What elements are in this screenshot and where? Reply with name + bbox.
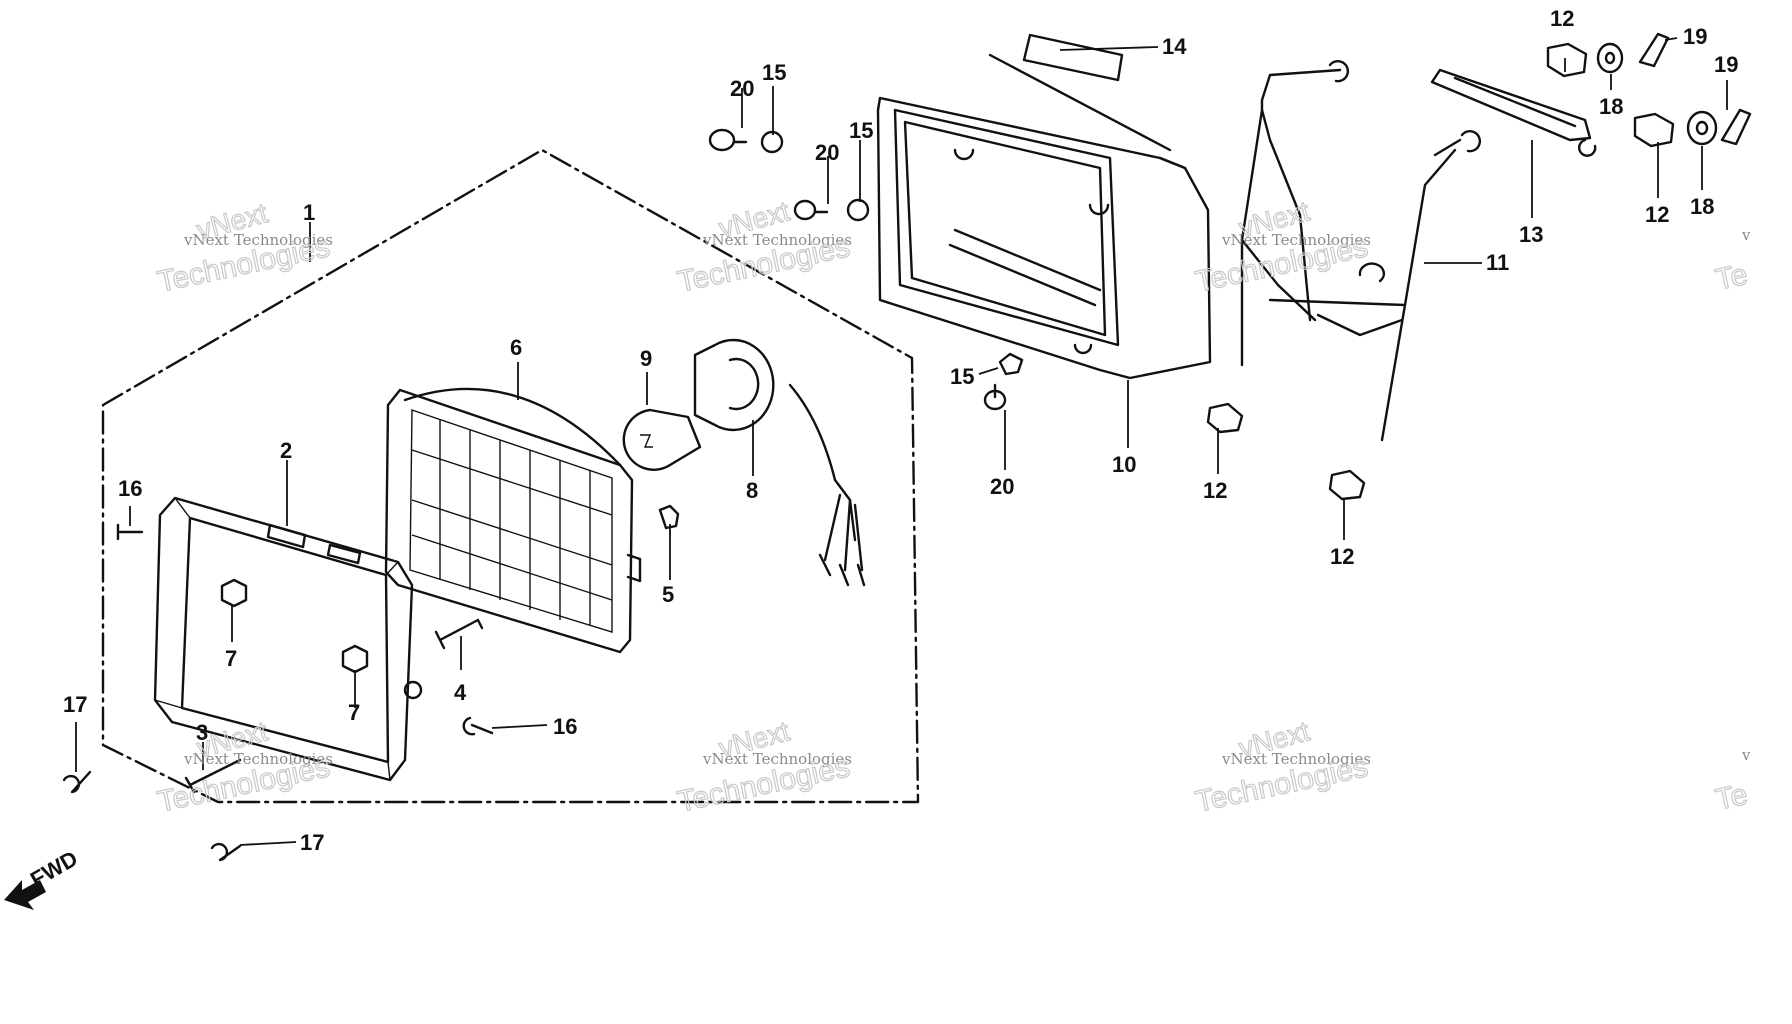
bracket-13-stud bbox=[1578, 138, 1597, 157]
nut-7b bbox=[341, 644, 369, 674]
callout-12b: 12 bbox=[1645, 202, 1669, 227]
callout-20a: 20 bbox=[730, 76, 754, 101]
callout-4: 4 bbox=[454, 680, 467, 705]
callout-15b: 15 bbox=[849, 118, 873, 143]
callout-20c: 20 bbox=[990, 474, 1014, 499]
callout-16a: 16 bbox=[118, 476, 142, 501]
headlight-stay bbox=[1240, 60, 1482, 442]
callout-1: 1 bbox=[303, 200, 315, 225]
sealed-beam-unit bbox=[384, 387, 642, 654]
fwd-arrow-icon bbox=[4, 880, 46, 910]
screw-17a bbox=[62, 770, 92, 794]
callout-10: 10 bbox=[1112, 452, 1136, 477]
label-14 bbox=[1022, 33, 1124, 82]
callout-7a: 7 bbox=[225, 646, 237, 671]
washer-18b bbox=[1686, 110, 1718, 146]
bracket-13 bbox=[1430, 68, 1592, 142]
watermark-text-b: vNext Technologies bbox=[702, 231, 852, 249]
clip-19a bbox=[1638, 32, 1670, 68]
watermark-text-a: vNext Technologies bbox=[183, 231, 333, 249]
grommet-12b bbox=[1633, 112, 1675, 148]
socket-harness bbox=[693, 338, 866, 587]
clip-19b bbox=[1720, 108, 1752, 146]
headlight-case bbox=[876, 53, 1212, 380]
callout-7b: 7 bbox=[348, 700, 360, 725]
callout-12c: 12 bbox=[1203, 478, 1227, 503]
clip-5 bbox=[658, 504, 680, 530]
callout-20b: 20 bbox=[815, 140, 839, 165]
nut-15c bbox=[998, 352, 1024, 376]
callout-3: 3 bbox=[196, 720, 208, 745]
headlight-rim bbox=[153, 496, 423, 782]
grommet-12c bbox=[1206, 402, 1244, 434]
callout-6: 6 bbox=[510, 335, 522, 360]
callout-11: 11 bbox=[1486, 250, 1509, 275]
callout-19a: 19 bbox=[1683, 24, 1707, 49]
screw-16a bbox=[116, 523, 144, 541]
nut-15a bbox=[760, 130, 784, 154]
callout-15c: 15 bbox=[950, 364, 974, 389]
callout-17a: 17 bbox=[63, 692, 87, 717]
nut-7a bbox=[220, 578, 248, 608]
callout-8: 8 bbox=[746, 478, 758, 503]
callout-18b: 18 bbox=[1690, 194, 1714, 219]
screw-4 bbox=[434, 618, 484, 650]
bulb bbox=[622, 408, 702, 471]
grommet-12a bbox=[1546, 42, 1588, 78]
callout-17b: 17 bbox=[300, 830, 324, 855]
screw-17b bbox=[210, 842, 242, 862]
grommet-12d bbox=[1328, 469, 1366, 501]
watermark-text-f: vNext Technologies bbox=[1221, 750, 1371, 768]
nut-15b bbox=[846, 198, 870, 222]
callout-13: 13 bbox=[1519, 222, 1543, 247]
watermark-text-d: vNext Technologies bbox=[183, 750, 333, 768]
callout-14: 14 bbox=[1162, 34, 1187, 59]
assembly-outline bbox=[101, 148, 920, 804]
leader-lines bbox=[75, 37, 1728, 846]
callout-labels: 1 2 3 4 5 6 7 7 8 9 10 11 12 12 12 12 13… bbox=[63, 6, 1738, 855]
callout-5: 5 bbox=[662, 582, 674, 607]
watermark-edge-big-a: Te bbox=[1713, 258, 1751, 297]
watermark-text-e: vNext Technologies bbox=[702, 750, 852, 768]
bolt-20c bbox=[983, 383, 1007, 411]
watermark-edge-big-b: Te bbox=[1713, 778, 1751, 817]
callout-12d: 12 bbox=[1330, 544, 1354, 569]
callout-16b: 16 bbox=[553, 714, 577, 739]
callout-19b: 19 bbox=[1714, 52, 1738, 77]
screw-16b bbox=[462, 716, 494, 736]
callout-18a: 18 bbox=[1599, 94, 1623, 119]
watermark-edge-text-a: v bbox=[1741, 226, 1751, 244]
screw-3 bbox=[184, 758, 242, 794]
washer-18a bbox=[1596, 42, 1624, 74]
callout-12a: 12 bbox=[1550, 6, 1574, 31]
bolt-20a bbox=[708, 128, 748, 152]
watermark-edge-text-b: v bbox=[1741, 746, 1751, 764]
fwd-label: FWD bbox=[26, 846, 82, 893]
callout-2: 2 bbox=[280, 438, 292, 463]
watermark-text-c: vNext Technologies bbox=[1221, 231, 1371, 249]
bolt-20b bbox=[793, 199, 829, 221]
callout-15a: 15 bbox=[762, 60, 786, 85]
fwd-indicator: FWD bbox=[4, 846, 82, 910]
callout-9: 9 bbox=[640, 346, 652, 371]
